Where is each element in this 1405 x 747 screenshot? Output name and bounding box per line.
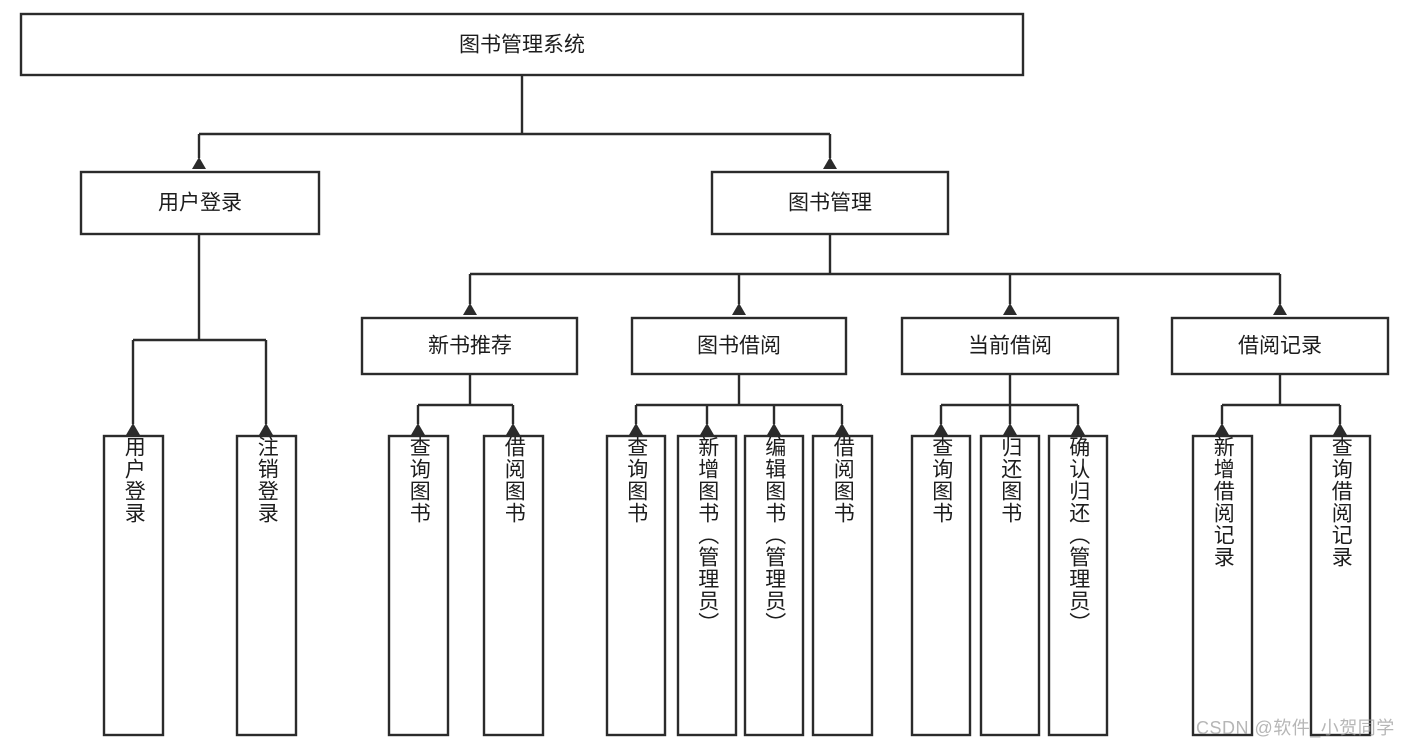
node-leaf-query-book-1[interactable] (387, 434, 450, 737)
node-borrow-record[interactable]: 借阅记录 (1170, 316, 1390, 376)
node-leaf-borrow-book-1[interactable] (482, 434, 545, 737)
node-leaf-user-login[interactable] (102, 434, 165, 737)
node-leaf-query-book-3[interactable] (910, 434, 972, 737)
node-new-book-recommend[interactable]: 新书推荐 (360, 316, 579, 376)
node-leaf-add-record[interactable] (1191, 434, 1254, 737)
node-leaf-edit-book[interactable] (743, 434, 805, 737)
node-user-login[interactable]: 用户登录 (79, 170, 321, 236)
connector-layer (126, 76, 1347, 435)
node-leaf-add-book[interactable] (676, 434, 738, 737)
node-book-manage-label: 图书管理 (788, 192, 872, 215)
node-leaf-logout-login[interactable] (235, 434, 298, 737)
csdn-watermark: CSDN @软件_小贺同学 (1196, 718, 1395, 738)
node-book-borrow-label: 图书借阅 (697, 335, 781, 358)
node-leaf-return-book[interactable] (979, 434, 1041, 737)
node-borrow-record-label: 借阅记录 (1238, 335, 1322, 358)
node-layer: 图书管理系统 用户登录 图书管理 新书推荐 图书借阅 当前 (19, 12, 1390, 737)
node-book-manage[interactable]: 图书管理 (710, 170, 950, 236)
node-leaf-confirm-return[interactable] (1047, 434, 1109, 737)
node-root-label: 图书管理系统 (459, 34, 585, 57)
node-leaf-query-book-2[interactable] (605, 434, 667, 737)
node-current-borrow[interactable]: 当前借阅 (900, 316, 1120, 376)
node-user-login-label: 用户登录 (158, 192, 242, 215)
node-leaf-borrow-book-2[interactable] (811, 434, 874, 737)
node-leaf-query-record[interactable] (1309, 434, 1372, 737)
node-book-borrow[interactable]: 图书借阅 (630, 316, 848, 376)
node-root[interactable]: 图书管理系统 (19, 12, 1025, 77)
node-new-book-recommend-label: 新书推荐 (428, 335, 512, 358)
node-current-borrow-label: 当前借阅 (968, 335, 1052, 358)
